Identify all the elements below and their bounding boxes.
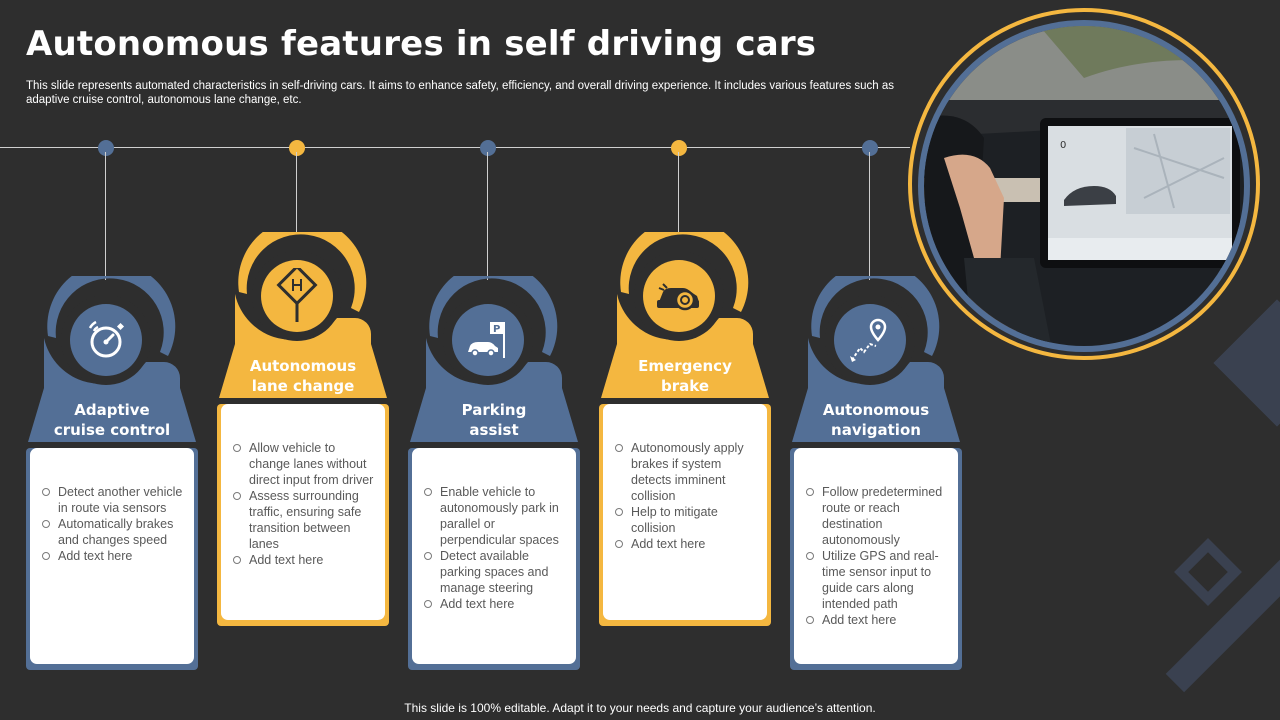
connector-line (869, 152, 870, 280)
timeline-dot (862, 140, 878, 156)
feature-description-card: Enable vehicle to autonomously park in p… (412, 448, 576, 664)
bullet-item: Automatically brakes and changes speed (38, 516, 186, 548)
bullet-item: Add text here (38, 548, 186, 564)
connector-line (105, 152, 106, 280)
slide-subtitle: This slide represents automated characte… (26, 80, 895, 106)
bullet-item: Enable vehicle to autonomously park in p… (420, 484, 568, 548)
timeline-dot (98, 140, 114, 156)
connector-line (296, 152, 297, 234)
bullet-item: Allow vehicle to change lanes without di… (229, 440, 377, 488)
slide-footer: This slide is 100% editable. Adapt it to… (404, 701, 876, 715)
timeline-dot (671, 140, 687, 156)
bullet-item: Assess surrounding traffic, ensuring saf… (229, 488, 377, 552)
bullet-item: Utilize GPS and real-time sensor input t… (802, 548, 950, 612)
car-dashboard-photo: 0 (904, 8, 1274, 360)
timeline-line (0, 147, 910, 148)
feature-description-card: Allow vehicle to change lanes without di… (221, 404, 385, 620)
feature-description-card: Detect another vehicle in route via sens… (30, 448, 194, 664)
bullet-item: Detect another vehicle in route via sens… (38, 484, 186, 516)
svg-text:P: P (493, 324, 500, 335)
road-sign-icon (261, 260, 333, 332)
bullet-item: Follow predetermined route or reach dest… (802, 484, 950, 548)
feature-description-card: Follow predetermined route or reach dest… (794, 448, 958, 664)
timeline-dot (480, 140, 496, 156)
timeline-dot (289, 140, 305, 156)
bullet-item: Add text here (420, 596, 568, 612)
bullet-item: Add text here (611, 536, 759, 552)
bullet-item: Add text here (229, 552, 377, 568)
decorative-diamond-outline (1174, 538, 1242, 606)
connector-line (487, 152, 488, 280)
speedometer-icon (70, 304, 142, 376)
parking-car-icon: P (452, 304, 524, 376)
location-route-icon (834, 304, 906, 376)
bullet-item: Detect available parking spaces and mana… (420, 548, 568, 596)
feature-description-card: Autonomously apply brakes if system dete… (603, 404, 767, 620)
bullet-item: Add text here (802, 612, 950, 628)
car-brake-icon (643, 260, 715, 332)
screen-speed: 0 (1060, 140, 1066, 151)
connector-line (678, 152, 679, 234)
bullet-item: Autonomously apply brakes if system dete… (611, 440, 759, 504)
bullet-item: Help to mitigate collision (611, 504, 759, 536)
slide-title: Autonomous features in self driving cars (26, 24, 817, 64)
